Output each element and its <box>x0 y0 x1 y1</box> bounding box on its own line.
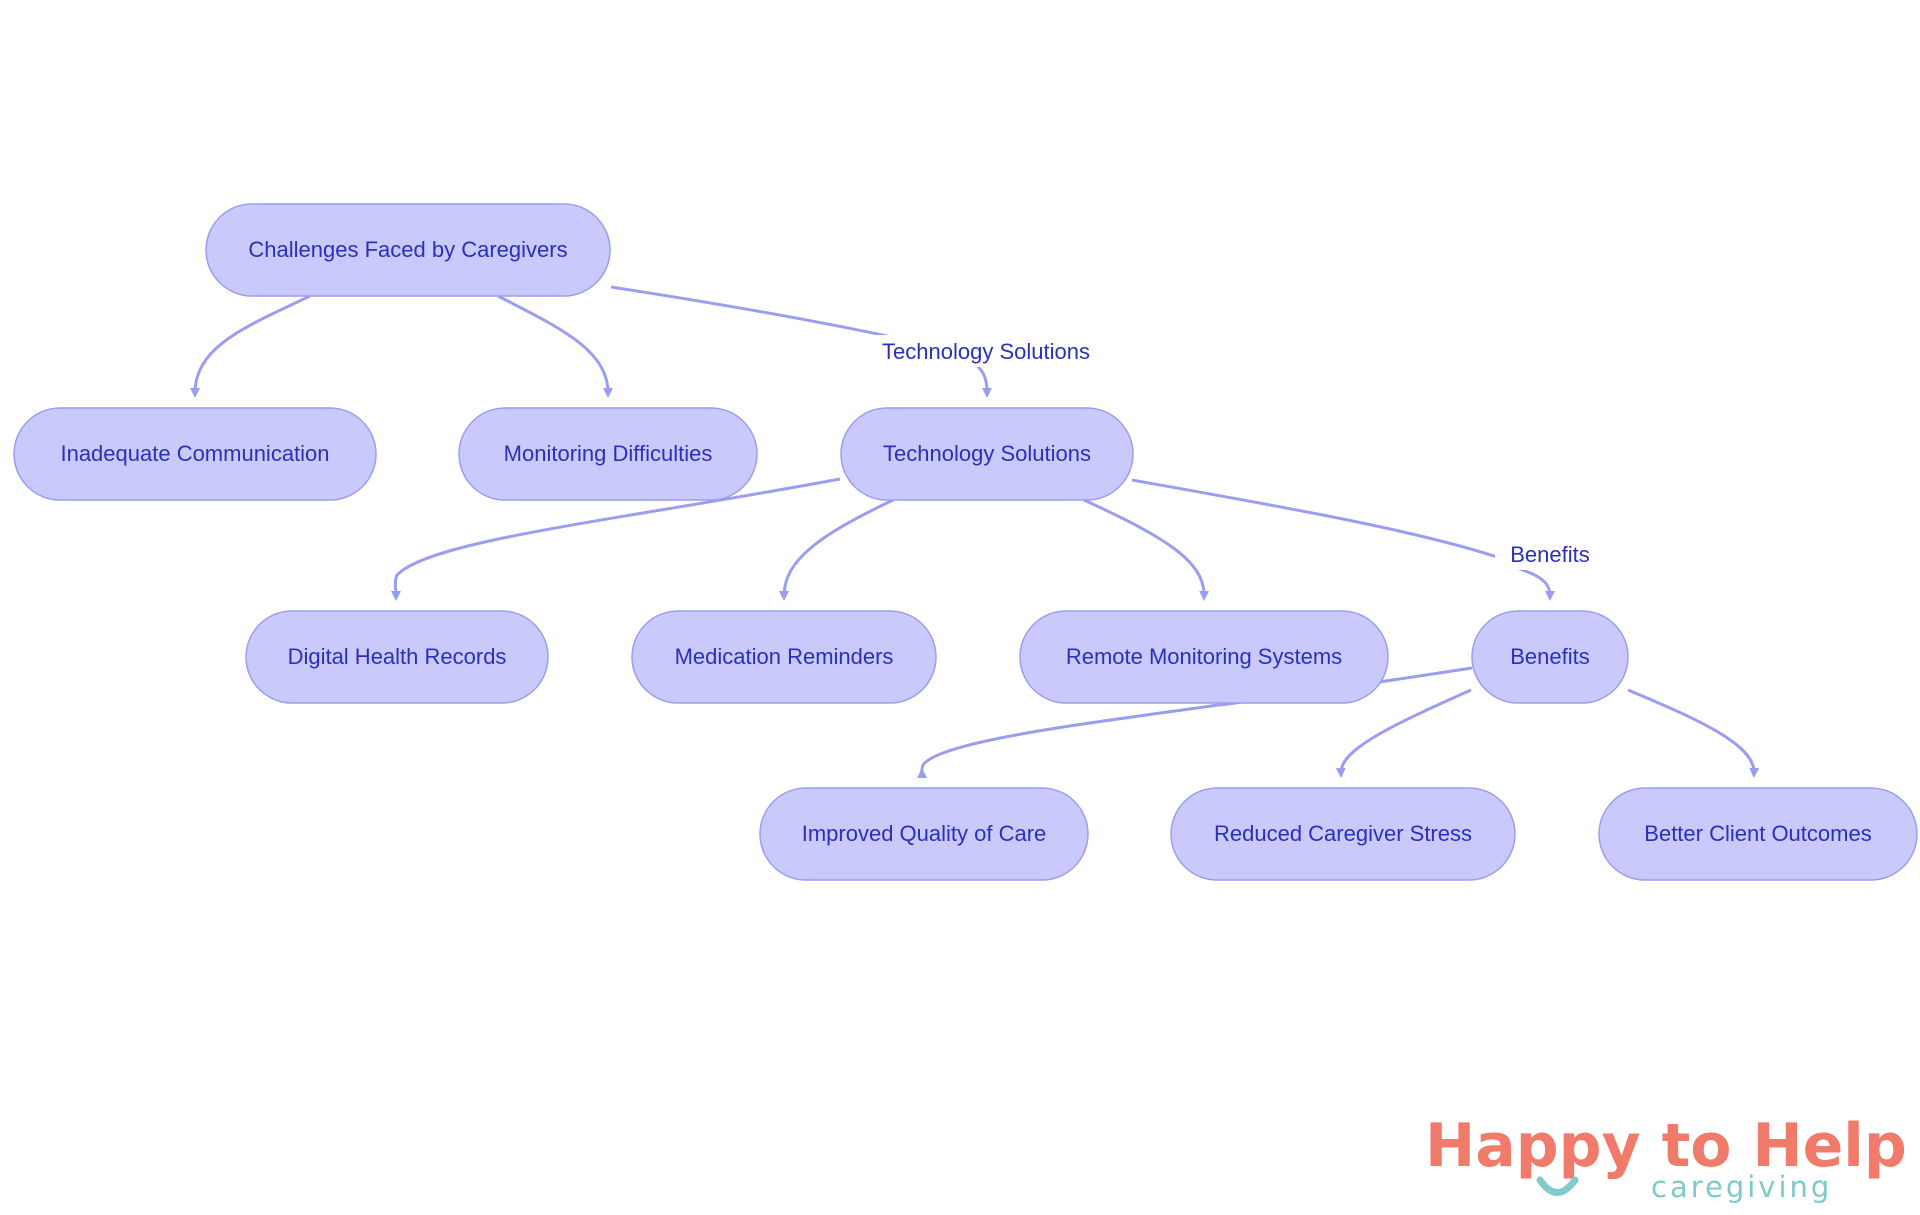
node-label: Digital Health Records <box>288 644 507 669</box>
edge-benefits-to-stress <box>1335 688 1472 778</box>
node-challenges[interactable]: Challenges Faced by Caregivers <box>205 203 611 297</box>
node-inadequate-communication[interactable]: Inadequate Communication <box>13 407 377 501</box>
node-monitoring-difficulties[interactable]: Monitoring Difficulties <box>458 407 758 501</box>
edges <box>190 285 1760 779</box>
node-label: Reduced Caregiver Stress <box>1214 821 1472 846</box>
edge-challenges-to-monitoring <box>497 294 613 398</box>
edge-technology-to-benefits <box>1131 478 1507 562</box>
edge-technology-to-medication <box>779 498 894 601</box>
node-label: Benefits <box>1510 644 1590 669</box>
node-label: Technology Solutions <box>883 441 1091 466</box>
node-label: Improved Quality of Care <box>802 821 1047 846</box>
logo-wordmark: Happy to Help <box>1425 1111 1907 1181</box>
node-technology-solutions[interactable]: Technology Solutions <box>840 407 1134 501</box>
edge-label-benefits: Benefits <box>1510 542 1590 567</box>
node-label: Challenges Faced by Caregivers <box>248 237 567 262</box>
node-label: Monitoring Difficulties <box>504 441 713 466</box>
node-improved-quality-of-care[interactable]: Improved Quality of Care <box>759 787 1089 881</box>
edge-label-bg-technology <box>868 335 1104 367</box>
logo-word-to-help: to Help <box>1641 1111 1907 1181</box>
node-digital-health-records[interactable]: Digital Health Records <box>245 610 549 704</box>
node-reduced-caregiver-stress[interactable]: Reduced Caregiver Stress <box>1170 787 1516 881</box>
logo-word-happy: Happy <box>1425 1111 1641 1181</box>
logo-tagline: caregiving <box>1651 1170 1832 1204</box>
edge-technology-to-remote <box>1083 498 1210 601</box>
edge-technology-to-digital <box>390 477 841 601</box>
node-benefits[interactable]: Benefits <box>1471 610 1629 704</box>
node-medication-reminders[interactable]: Medication Reminders <box>631 610 937 704</box>
edge-benefits-to-outcomes <box>1627 688 1760 778</box>
node-better-client-outcomes[interactable]: Better Client Outcomes <box>1598 787 1918 881</box>
smile-icon <box>1536 1176 1579 1196</box>
edge-challenges-to-inadequate <box>190 294 311 398</box>
edge-label-technology-solutions: Technology Solutions <box>882 339 1090 364</box>
happy-to-help-logo: Happy to Help caregiving <box>1425 1111 1907 1204</box>
node-remote-monitoring-systems[interactable]: Remote Monitoring Systems <box>1019 610 1389 704</box>
edge-labels: Technology Solutions Benefits <box>868 335 1605 570</box>
node-label: Inadequate Communication <box>60 441 329 466</box>
edge-label-bg-benefits <box>1495 538 1605 570</box>
node-label: Better Client Outcomes <box>1644 821 1871 846</box>
node-label: Remote Monitoring Systems <box>1066 644 1342 669</box>
node-label: Medication Reminders <box>675 644 894 669</box>
